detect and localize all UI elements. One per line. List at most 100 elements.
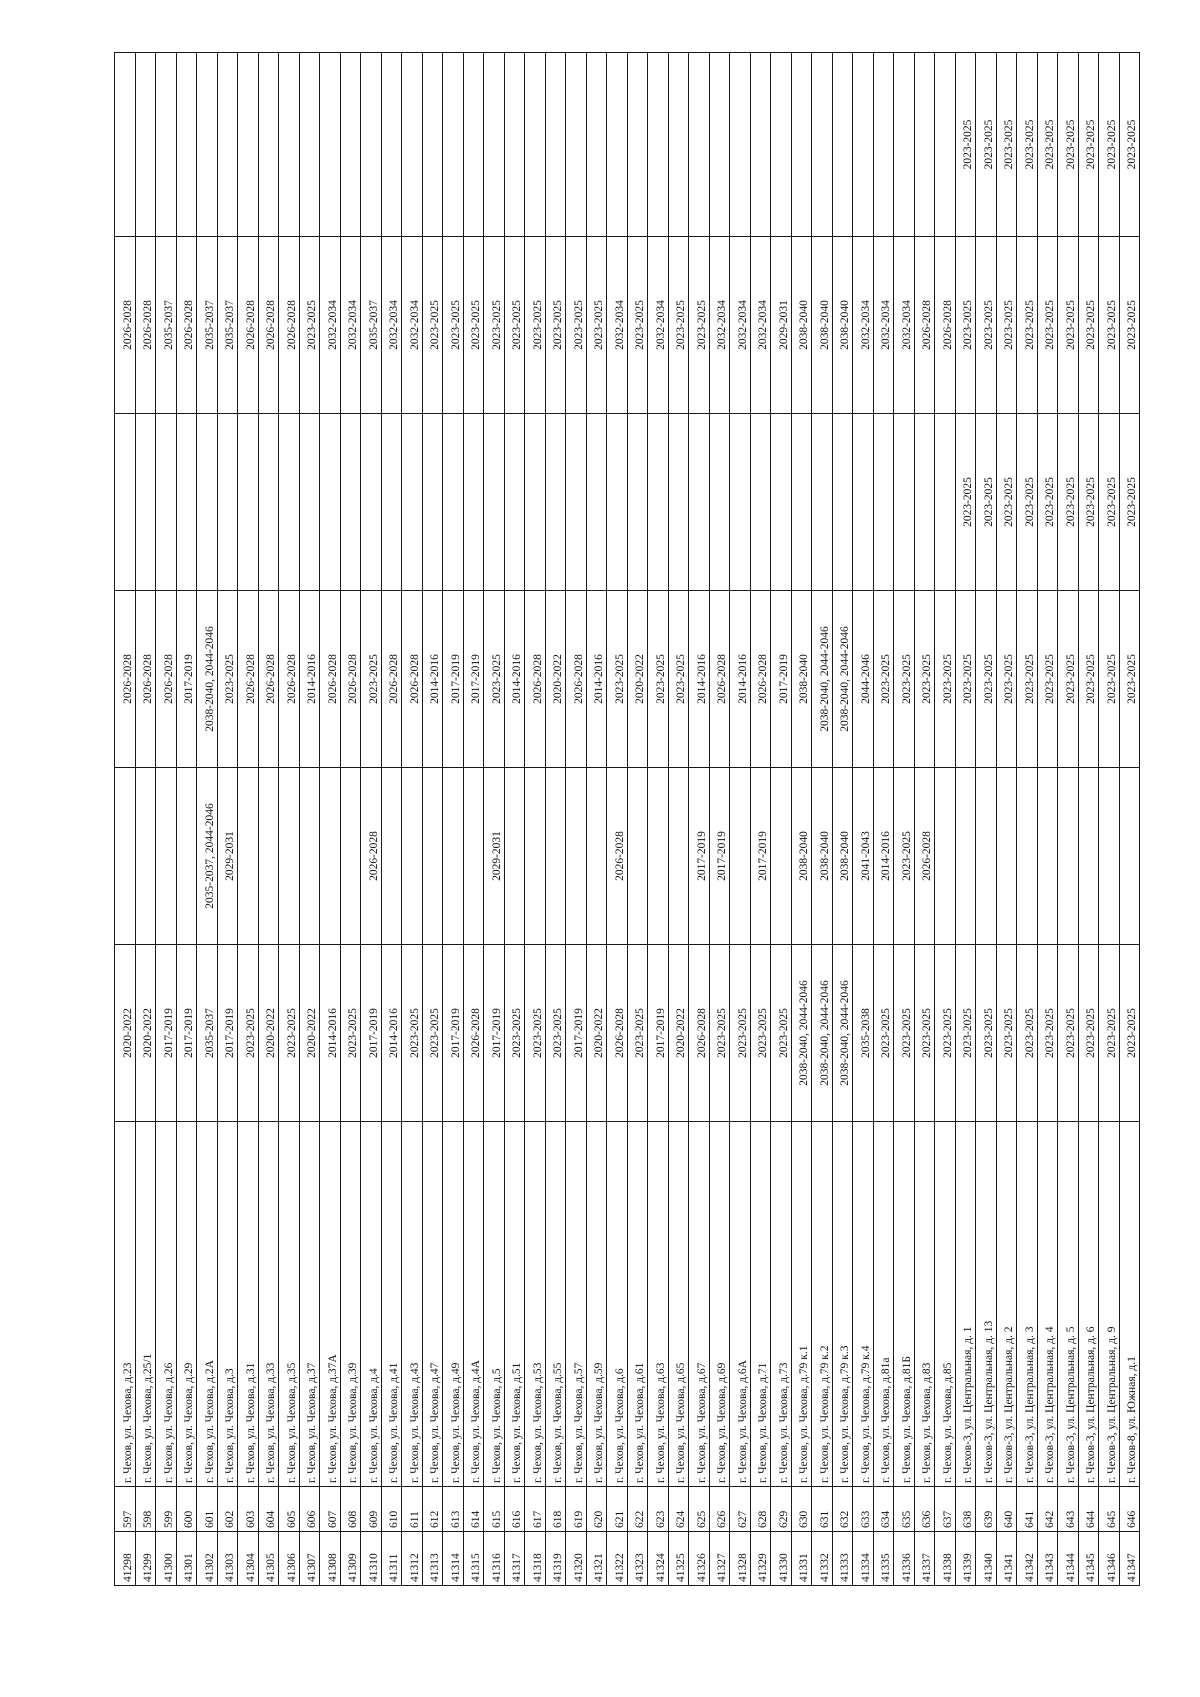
cell-period-3: 2023-2025 <box>1078 590 1099 768</box>
cell-period-4: 2023-2025 <box>1016 413 1037 591</box>
cell-number: 625 <box>688 1486 709 1532</box>
cell-period-5: 2023-2025 <box>996 236 1017 414</box>
cell-period-6: 2023-2025 <box>975 52 996 237</box>
cell-period-3: 2023-2025 <box>1016 590 1037 768</box>
cell-period-2 <box>545 767 566 945</box>
cell-address: г. Чехов, ул. Чехова, д.29 <box>176 1121 197 1487</box>
cell-period-1: 2023-2025 <box>504 944 525 1122</box>
cell-address: г. Чехов, ул. Чехова, д.73 <box>770 1121 791 1487</box>
cell-period-3: 2023-2025 <box>893 590 914 768</box>
cell-period-2 <box>647 767 668 945</box>
cell-row-id: 41303 <box>217 1531 238 1586</box>
cell-period-1: 2023-2025 <box>1037 944 1058 1122</box>
cell-period-5: 2023-2025 <box>1119 236 1140 414</box>
cell-address: г. Чехов-3, ул. Центральная, д. 3 <box>1016 1121 1037 1487</box>
cell-row-id: 41318 <box>524 1531 545 1586</box>
cell-period-2: 2023-2025 <box>893 767 914 945</box>
cell-period-1: 2020-2022 <box>668 944 689 1122</box>
cell-period-5: 2023-2025 <box>299 236 320 414</box>
cell-number: 600 <box>176 1486 197 1532</box>
cell-address: г. Чехов, ул. Чехова, д.69 <box>709 1121 730 1487</box>
cell-period-4 <box>668 413 689 591</box>
cell-period-5: 2032-2034 <box>750 236 771 414</box>
cell-period-4 <box>381 413 402 591</box>
cell-period-5: 2026-2028 <box>176 236 197 414</box>
cell-period-5: 2032-2034 <box>381 236 402 414</box>
cell-period-3: 2017-2019 <box>176 590 197 768</box>
cell-period-2 <box>934 767 955 945</box>
cell-address: г. Чехов, ул. Чехова, д.85 <box>934 1121 955 1487</box>
cell-row-id: 41328 <box>729 1531 750 1586</box>
cell-number: 613 <box>442 1486 463 1532</box>
cell-period-2 <box>422 767 443 945</box>
cell-number: 626 <box>709 1486 730 1532</box>
cell-period-3: 2026-2028 <box>278 590 299 768</box>
cell-address: г. Чехов, ул. Чехова, д.35 <box>278 1121 299 1487</box>
cell-period-5: 2023-2025 <box>504 236 525 414</box>
cell-period-6 <box>811 52 832 237</box>
cell-period-1: 2020-2022 <box>258 944 279 1122</box>
cell-address: г. Чехов, ул. Чехова, д.37 <box>299 1121 320 1487</box>
cell-number: 607 <box>319 1486 340 1532</box>
cell-period-6 <box>463 52 484 237</box>
cell-period-6 <box>299 52 320 237</box>
cell-number: 629 <box>770 1486 791 1532</box>
cell-row-id: 41302 <box>196 1531 217 1586</box>
cell-period-1: 2020-2022 <box>299 944 320 1122</box>
cell-period-2 <box>1098 767 1119 945</box>
cell-period-4: 2023-2025 <box>955 413 976 591</box>
cell-row-id: 41332 <box>811 1531 832 1586</box>
cell-number: 608 <box>340 1486 361 1532</box>
cell-address: г. Чехов-3, ул. Центральная, д. 2 <box>996 1121 1017 1487</box>
cell-period-6 <box>565 52 586 237</box>
cell-period-2 <box>1037 767 1058 945</box>
cell-period-2 <box>114 767 135 945</box>
cell-period-3: 2023-2025 <box>647 590 668 768</box>
cell-period-2 <box>668 767 689 945</box>
cell-period-6 <box>750 52 771 237</box>
cell-period-6 <box>914 52 935 237</box>
cell-period-6 <box>135 52 156 237</box>
cell-period-3: 2026-2028 <box>750 590 771 768</box>
cell-period-3: 2020-2022 <box>627 590 648 768</box>
cell-address: г. Чехов, ул. Чехова, д.26 <box>155 1121 176 1487</box>
cell-address: г. Чехов, ул. Чехова, д.4А <box>463 1121 484 1487</box>
cell-address: г. Чехов, ул. Чехова, д.2А <box>196 1121 217 1487</box>
cell-period-3: 2038-2040, 2044-2046 <box>832 590 853 768</box>
cell-address: г. Чехов, ул. Чехова, д.5 <box>483 1121 504 1487</box>
cell-period-5: 2038-2040 <box>811 236 832 414</box>
cell-row-id: 41319 <box>545 1531 566 1586</box>
cell-period-5: 2035-2037 <box>217 236 238 414</box>
cell-period-5: 2026-2028 <box>258 236 279 414</box>
cell-period-4: 2023-2025 <box>1098 413 1119 591</box>
cell-period-5: 2032-2034 <box>606 236 627 414</box>
cell-period-2: 2026-2028 <box>914 767 935 945</box>
cell-address: г. Чехов, ул. Чехова, д.79 к.4 <box>852 1121 873 1487</box>
cell-period-2: 2026-2028 <box>606 767 627 945</box>
cell-period-3: 2023-2025 <box>914 590 935 768</box>
cell-period-6 <box>524 52 545 237</box>
cell-row-id: 41300 <box>155 1531 176 1586</box>
cell-row-id: 41338 <box>934 1531 955 1586</box>
cell-period-5: 2023-2025 <box>1098 236 1119 414</box>
cell-address: г. Чехов, ул. Чехова, д.31 <box>237 1121 258 1487</box>
cell-period-1: 2017-2019 <box>360 944 381 1122</box>
cell-period-1: 2017-2019 <box>483 944 504 1122</box>
cell-row-id: 41299 <box>135 1531 156 1586</box>
cell-period-2: 2038-2040 <box>832 767 853 945</box>
cell-address: г. Чехов, ул. Чехова, д.79 к.1 <box>791 1121 812 1487</box>
cell-number: 637 <box>934 1486 955 1532</box>
cell-period-1: 2023-2025 <box>893 944 914 1122</box>
cell-period-1: 2035-2037 <box>196 944 217 1122</box>
cell-period-6 <box>606 52 627 237</box>
cell-address: г. Чехов-3, ул. Центральная, д. 1 <box>955 1121 976 1487</box>
